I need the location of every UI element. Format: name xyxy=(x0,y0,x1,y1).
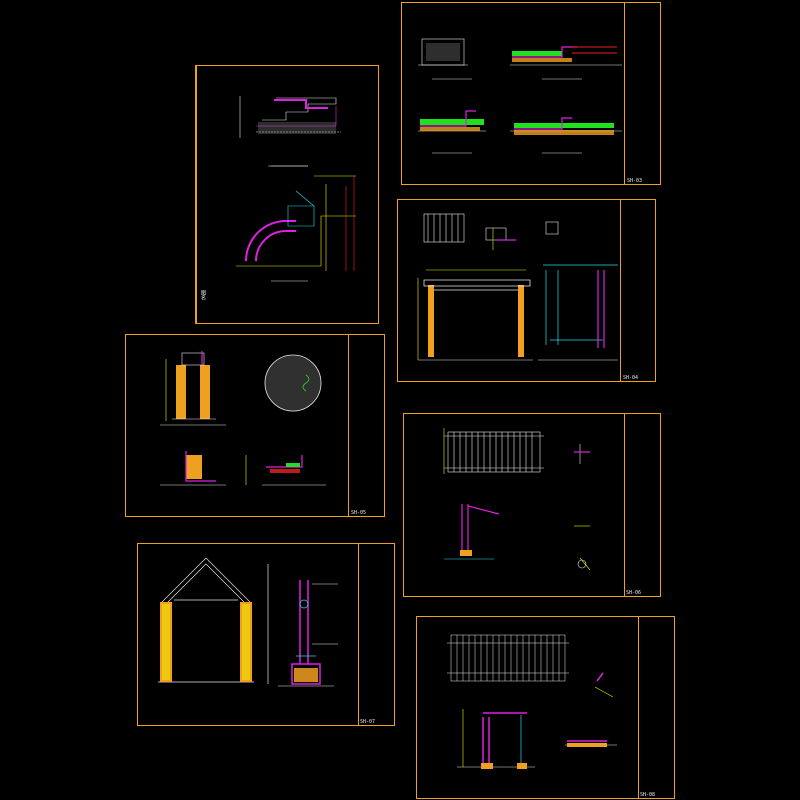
sheet-6-drawing xyxy=(158,557,338,687)
sheet-6-number: SH-07 xyxy=(360,719,376,725)
sheet-7-number: SH-08 xyxy=(640,792,656,798)
sheet-4-number: SH-05 xyxy=(351,510,367,516)
detail-callout-circle xyxy=(264,354,322,412)
sheet-4-drawing xyxy=(160,351,326,486)
sheet-6-title-block xyxy=(358,544,396,725)
sheet-4-title-block xyxy=(348,335,386,516)
sheet-2-number: SH-03 xyxy=(627,178,643,184)
sheet-3-number: SH-04 xyxy=(623,375,639,381)
sheet-1-title-block xyxy=(196,66,197,323)
sheet-7-drawing xyxy=(447,634,617,769)
drawing-sheet-3: SH-04 xyxy=(397,199,656,382)
sheet-5-title-block xyxy=(624,414,662,596)
sheet-2-drawing xyxy=(418,38,622,154)
drawing-sheet-2: SH-03 xyxy=(401,2,661,185)
sheet-2-title-block xyxy=(624,3,662,184)
drawing-sheet-4: SH-05 xyxy=(125,334,385,517)
sheet-3-title-block xyxy=(620,200,658,381)
sheet-5-number: SH-06 xyxy=(626,590,642,596)
sheet-1-drawing xyxy=(236,96,356,282)
sheet-3-drawing xyxy=(417,213,618,361)
sheet-5-drawing xyxy=(443,428,591,571)
drawing-sheet-5: SH-06 xyxy=(403,413,661,597)
drawing-sheet-7: SH-08 xyxy=(416,616,675,799)
sheet-1-side-label: 图名 xyxy=(200,290,206,300)
sheet-7-title-block xyxy=(638,617,676,798)
drawing-sheet-1: 图名 xyxy=(195,65,379,324)
drawing-sheet-6: SH-07 xyxy=(137,543,395,726)
